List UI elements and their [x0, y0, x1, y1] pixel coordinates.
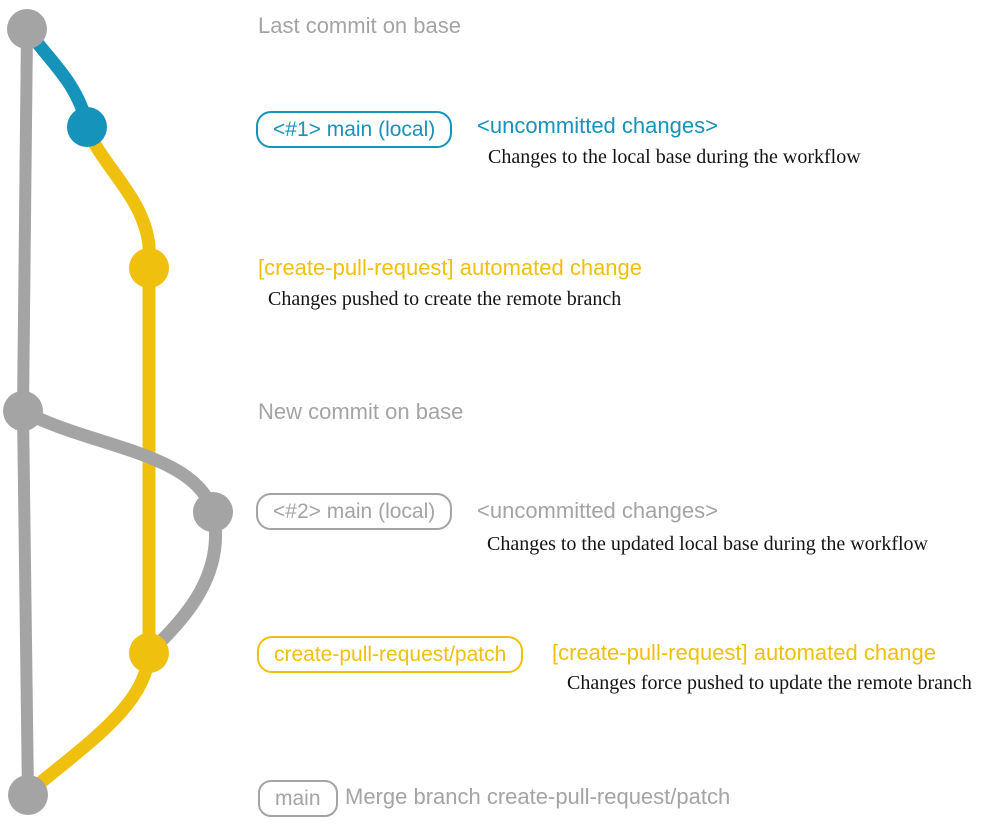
commit-title-merge: Merge branch create-pull-request/patch	[345, 784, 731, 809]
commit-automated-change-2	[129, 633, 169, 673]
commit-desc-uncommitted-2: Changes to the updated local base during…	[487, 533, 928, 555]
commit-desc-automated-2: Changes force pushed to update the remot…	[567, 672, 972, 694]
note-last-commit-on-base: Last commit on base	[258, 13, 461, 38]
branch-badge-main: main	[258, 780, 338, 817]
commit-automated-change-1	[129, 248, 169, 288]
commit-local-main-1	[67, 107, 107, 147]
branch-badge-main-local-1: <#1> main (local)	[256, 111, 453, 148]
commit-merge	[8, 775, 48, 815]
branch-badge-patch: create-pull-request/patch	[257, 636, 524, 673]
commit-desc-uncommitted-1: Changes to the local base during the wor…	[488, 146, 861, 168]
commit-title-automated-1: [create-pull-request] automated change	[258, 255, 643, 280]
note-new-commit-on-base: New commit on base	[258, 399, 464, 424]
commit-desc-automated-1: Changes pushed to create the remote bran…	[268, 288, 622, 310]
remote-patch-branch-line	[21, 120, 156, 800]
git-graph	[3, 9, 233, 815]
commit-title-automated-2: [create-pull-request] automated change	[552, 640, 937, 665]
commit-new-on-base	[3, 391, 43, 431]
branch-badge-main-local-2: <#2> main (local)	[256, 493, 453, 530]
updated-local-main-branch-line	[16, 404, 223, 657]
commit-local-main-2	[193, 492, 233, 532]
commit-title-uncommitted-2: <uncommitted changes>	[477, 498, 718, 523]
commit-last-on-base	[7, 9, 47, 49]
commit-title-uncommitted-1: <uncommitted changes>	[477, 113, 718, 138]
